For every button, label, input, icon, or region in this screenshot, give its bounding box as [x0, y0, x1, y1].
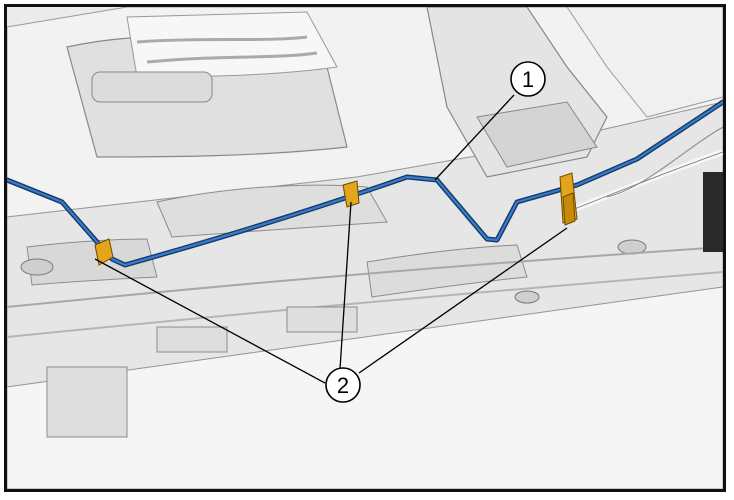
line-clip — [559, 172, 578, 226]
callout-1: 1 — [510, 61, 546, 97]
leader-line-1 — [434, 94, 515, 181]
underbody-illustration: 1 2 — [7, 7, 723, 489]
line-clip — [342, 180, 360, 208]
callout-2-label: 2 — [337, 373, 349, 398]
leader-line-2a — [94, 258, 326, 384]
leader-line-2b — [339, 201, 352, 370]
callout-2: 2 — [325, 367, 361, 403]
leader-line-2c — [358, 227, 568, 374]
callout-1-label: 1 — [522, 67, 534, 92]
line-clip — [94, 238, 114, 266]
figure-frame: 1 2 — [4, 4, 726, 492]
